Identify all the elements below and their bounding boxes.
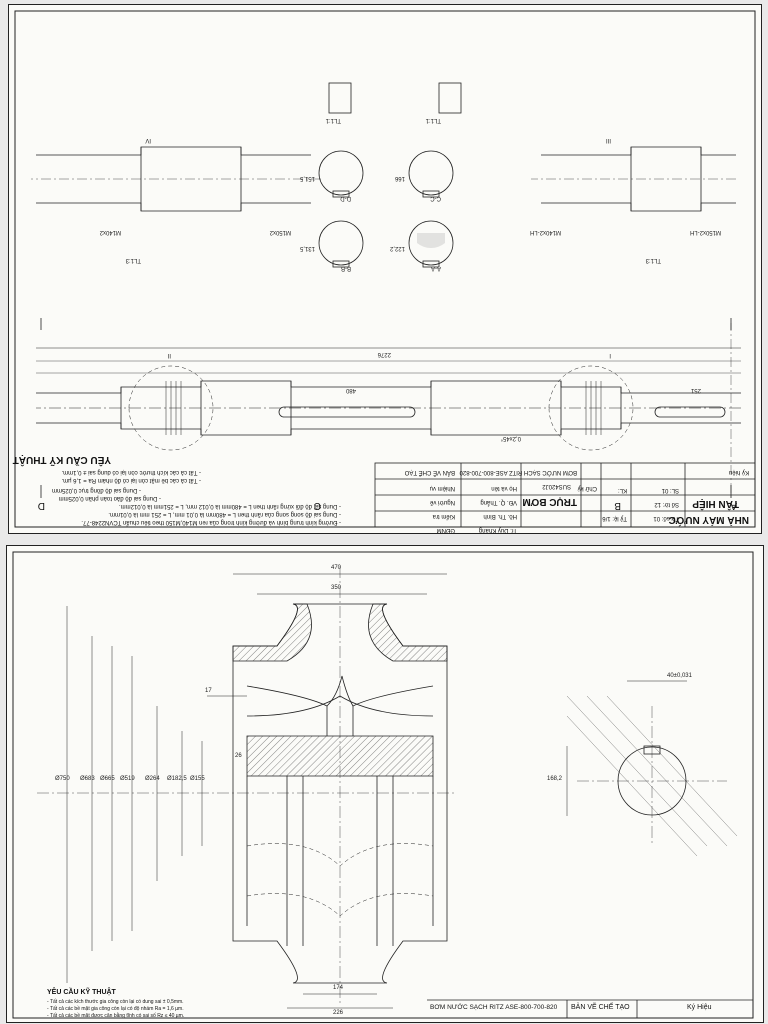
dim-key-depth: 168,2 — [547, 776, 563, 782]
detail-label: II — [167, 352, 171, 358]
dim-d155: Ø155 — [190, 776, 205, 782]
requirement-4: - Dung sai độ đảo toàn phần 0,025mm — [58, 495, 161, 501]
detail-label: III — [605, 137, 611, 143]
thread-label: M140x2-LH — [529, 229, 561, 235]
section-label: D-D — [340, 195, 351, 201]
requirement-6: - Dung sai độ song song của rãnh then L … — [108, 511, 341, 517]
detail-label: I — [609, 352, 611, 358]
rotated-shaft-drawing: NHÀ MÁY NƯỚC TÂN HIỆP Ký hiệu SL: 01 Số … — [9, 5, 761, 533]
part-name: TRỤC BƠM — [522, 496, 577, 507]
scale-note: TL1:3 — [125, 257, 141, 263]
dim-d519: Ø519 — [120, 776, 135, 782]
impeller-drawing-title: BƠM NƯỚC SẠCH RITZ ASE-800-700-820 — [430, 1004, 558, 1011]
keyway-length-dim: 480 — [345, 387, 356, 393]
dim-h17: 17 — [205, 688, 212, 694]
dim-h26: 26 — [235, 753, 242, 759]
station-letter: C — [313, 500, 321, 511]
impeller-requirements-heading: YÊU CẦU KỸ THUẬT — [47, 989, 116, 996]
section-label: A-A — [430, 265, 441, 271]
sheet-index: Tờ số: 01 — [653, 515, 679, 521]
thread-label: M140x2 — [99, 229, 121, 235]
station-letter: D — [37, 500, 45, 511]
requirement-5: - Dung sai độ đối xứng rãnh then L = 480… — [118, 503, 341, 509]
dim-base: 226 — [333, 1010, 344, 1016]
checker-name: Hồ. Th. Bình — [483, 513, 517, 519]
dim-key-width: 40±0,031 — [667, 673, 692, 679]
requirement-3: - Dung sai độ đồng trục 0,025mm — [51, 487, 141, 493]
requirement-1: - Tất cả các kích thước còn lại có dung … — [61, 469, 201, 475]
impeller-requirement-1: - Tất cả các kích thước gia công còn lại… — [47, 999, 184, 1005]
thread-label: M150x2 — [269, 229, 291, 235]
company-name-1: NHÀ MÁY NƯỚC — [668, 514, 749, 525]
drawing-number: SUS420J2 — [542, 483, 571, 489]
chamfer-dim: 0,2x45° — [500, 435, 521, 441]
section-dim: 151,5 — [299, 175, 315, 181]
drafter-name: VĐ. Q. Thắng — [480, 499, 517, 505]
requirement-2: - Tất cả các bề mặt còn lại có độ nhám R… — [61, 477, 201, 483]
drawing-type: BẢN VẼ CHẾ TẠO — [404, 469, 455, 475]
role-checker: Kiểm tra — [432, 513, 455, 519]
sign-label: Chữ ký — [577, 485, 597, 491]
drawing-title: BƠM NƯỚC SẠCH RITZ ASE-800-700-820 — [459, 469, 577, 475]
role-gdnm: GĐNM — [436, 527, 455, 533]
dim-hub-bottom: 174 — [333, 985, 344, 991]
dim-width-inner: 350 — [331, 585, 342, 591]
mass-label: KL: — [617, 487, 627, 493]
scale-note: TL1:1 — [425, 117, 441, 123]
dim-d182: Ø182,5 — [167, 776, 187, 782]
impeller-drawing-type: BẢN VẼ CHẾ TẠO — [571, 1004, 630, 1011]
section-dim: 166 — [394, 175, 405, 181]
impeller-symbol-label: Ký Hiệu — [687, 1004, 712, 1011]
dim-d665: Ø665 — [100, 776, 115, 782]
name-header: Họ và tên — [491, 485, 517, 491]
overall-length-dim: 2276 — [377, 351, 391, 357]
requirement-7: - Đường kính trung bình và đường kính tr… — [81, 519, 341, 525]
dim-d264: Ø264 — [145, 776, 160, 782]
section-dim: 122,2 — [389, 245, 405, 251]
role-drafter: Người vẽ — [430, 499, 455, 505]
symbol-label: Ký hiệu — [728, 469, 749, 475]
section-label: B-B — [340, 265, 351, 271]
detail-label: IV — [145, 137, 151, 143]
dim-d750: Ø750 — [55, 776, 70, 782]
impeller-drawing-sheet: 470 350 174 226 Ø750 Ø683 Ø665 Ø519 Ø264… — [6, 545, 764, 1023]
dim-width-outer: 470 — [331, 565, 342, 571]
scale-label: Tỷ lệ: 1/6 — [602, 515, 627, 521]
scale-note: TL1:3 — [645, 257, 661, 263]
designer-name: Tr. Duy Khang — [478, 527, 517, 533]
dim-d683: Ø683 — [80, 776, 95, 782]
station-letter: B — [614, 500, 621, 511]
shaft-drawing-lines — [14, 10, 756, 528]
thread-label: M150x2-LH — [689, 229, 721, 235]
quantity-label: SL: 01 — [661, 487, 679, 493]
shaft-drawing-sheet: NHÀ MÁY NƯỚC TÂN HIỆP Ký hiệu SL: 01 Số … — [8, 4, 762, 534]
section-label: C-C — [430, 195, 441, 201]
station-letter: A — [730, 500, 737, 511]
scale-note: TL1:1 — [325, 117, 341, 123]
impeller-requirement-3: - Tất cả các bề mặt được cân bằng tĩnh c… — [47, 1013, 185, 1019]
sheet-count: Số tờ: 12 — [654, 501, 679, 507]
requirements-heading: YÊU CẦU KỸ THUẬT — [12, 454, 111, 465]
impeller-drawing-lines — [12, 551, 754, 1019]
impeller-requirement-2: - Tất cả các bề mặt gia công còn lại có … — [47, 1006, 184, 1012]
section-dim: 131,5 — [299, 245, 315, 251]
keyway-length-dim: 251 — [690, 387, 701, 393]
role-designer: Nhiệm vụ — [429, 485, 455, 491]
